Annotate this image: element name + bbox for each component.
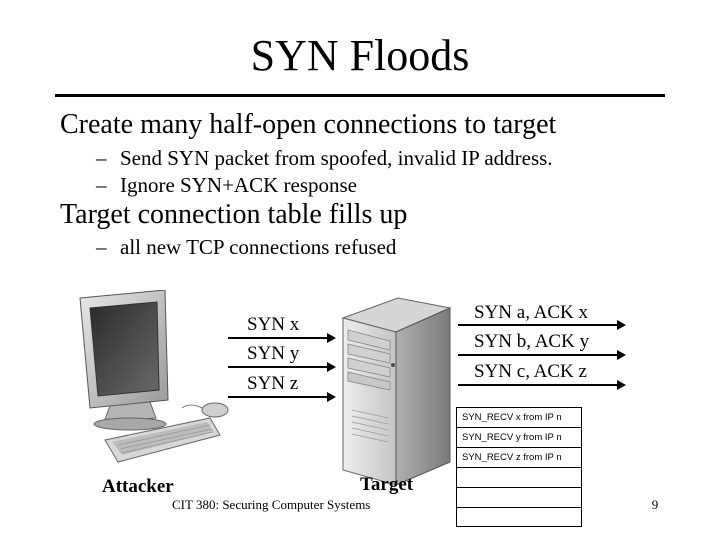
dash-glyph: – xyxy=(96,173,107,197)
synack-packet-label: SYN c, ACK z xyxy=(474,361,587,382)
syn-arrow xyxy=(228,333,336,343)
sub-bullet-text: Ignore SYN+ACK response xyxy=(120,173,357,197)
slide-title: SYN Floods xyxy=(250,31,470,80)
title-underline xyxy=(55,94,665,97)
synack-packet-label: SYN b, ACK y xyxy=(474,331,590,352)
sub-bullet-2-1: –all new TCP connections refused xyxy=(96,234,396,260)
connection-table-row xyxy=(456,487,582,507)
attacker-computer-icon xyxy=(79,290,229,463)
syn-arrow xyxy=(228,362,336,372)
bullet-2: Target connection table fills up xyxy=(60,199,408,230)
syn-packet-label: SYN z xyxy=(247,373,299,394)
dash-glyph: – xyxy=(96,235,107,259)
synack-packet-label: SYN a, ACK x xyxy=(474,302,589,323)
syn-packet-label: SYN y xyxy=(247,343,300,364)
connection-table-row: SYN_RECV x from IP n xyxy=(456,407,582,427)
sub-bullet-1-2: –Ignore SYN+ACK response xyxy=(96,172,357,198)
sub-bullet-text: all new TCP connections refused xyxy=(120,235,397,259)
syn-packet-label: SYN x xyxy=(247,314,300,335)
bullet-1: Create many half-open connections to tar… xyxy=(60,109,557,140)
target-server-icon xyxy=(341,297,452,486)
dash-glyph: – xyxy=(96,146,107,170)
sub-bullet-1-1: –Send SYN packet from spoofed, invalid I… xyxy=(96,145,553,171)
sub-bullet-text: Send SYN packet from spoofed, invalid IP… xyxy=(120,146,553,170)
synack-arrow xyxy=(458,380,626,390)
synack-arrow xyxy=(458,320,626,330)
target-label: Target xyxy=(360,474,414,495)
connection-table-row: SYN_RECV z from IP n xyxy=(456,447,582,467)
attacker-label: Attacker xyxy=(102,476,174,497)
connection-table-row: SYN_RECV y from IP n xyxy=(456,427,582,447)
page-number: 9 xyxy=(651,497,659,512)
synack-arrow xyxy=(458,350,626,360)
syn-arrow xyxy=(228,392,336,402)
connection-table-row xyxy=(456,507,582,527)
connection-table-row xyxy=(456,467,582,487)
footer-course: CIT 380: Securing Computer Systems xyxy=(172,497,371,512)
